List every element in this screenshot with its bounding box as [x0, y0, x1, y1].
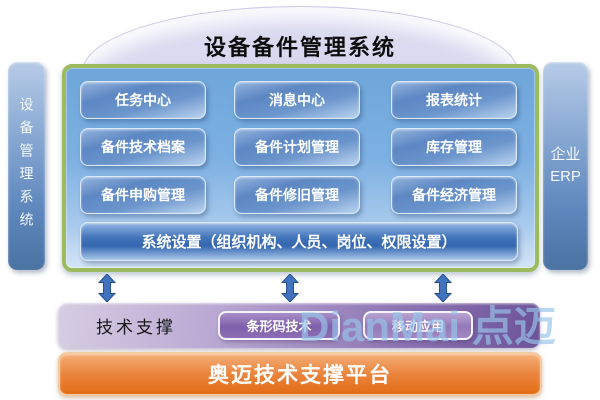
tech-support-bar: 技术支撑 条形码技术 移动应用 [58, 303, 540, 348]
erp-label-line1: 企业 [550, 145, 581, 163]
diagram-title: 设备备件管理系统 [203, 35, 396, 60]
erp-label-line2: ERP [550, 168, 581, 185]
barcode-technology-button: 条形码技术 [218, 311, 340, 340]
module-parts-purchase-mgmt: 备件申购管理 [80, 176, 206, 214]
module-parts-tech-archive: 备件技术档案 [80, 128, 206, 166]
module-parts-repair-mgmt: 备件修旧管理 [234, 176, 360, 214]
enterprise-erp-pillar: 企业 ERP [543, 62, 588, 270]
double-arrow-icon [281, 274, 299, 302]
system-settings-bar: 系统设置（组织机构、人员、岗位、权限设置） [80, 222, 518, 261]
module-inventory-mgmt: 库存管理 [391, 128, 517, 166]
double-arrow-icon [98, 274, 116, 302]
equipment-management-system-label: 设备管理系统 [18, 97, 35, 235]
module-task-center: 任务中心 [80, 81, 206, 119]
platform-bar: 奥迈技术支撑平台 [58, 352, 542, 396]
enterprise-erp-label: 企业 ERP [550, 144, 581, 189]
mobile-application-button: 移动应用 [363, 311, 473, 340]
module-parts-plan-mgmt: 备件计划管理 [234, 128, 360, 166]
tech-support-label: 技术支撑 [96, 318, 176, 337]
module-report-statistics: 报表统计 [391, 81, 517, 119]
double-arrow-icon [434, 274, 452, 302]
module-parts-economy-mgmt: 备件经济管理 [391, 176, 517, 214]
module-frame: 任务中心 消息中心 报表统计 备件技术档案 备件计划管理 库存管理 备件申购管理… [62, 64, 539, 272]
module-message-center: 消息中心 [234, 81, 360, 119]
equipment-management-system-pillar: 设备管理系统 [8, 62, 45, 270]
